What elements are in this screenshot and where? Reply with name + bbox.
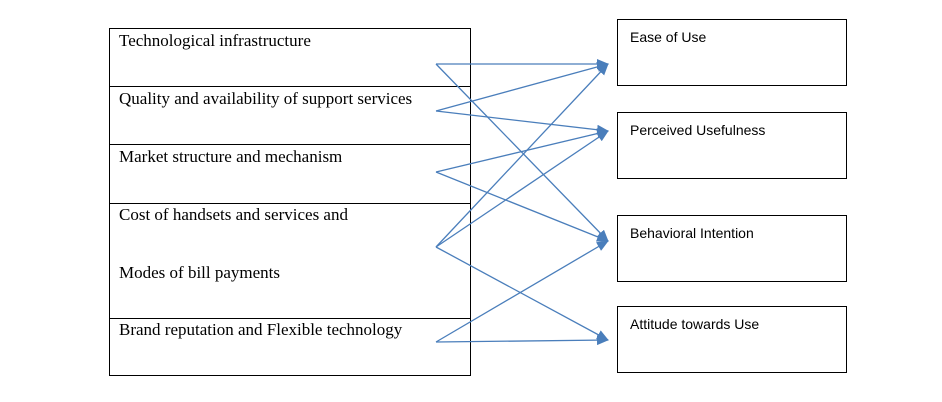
- factors-table: Technological infrastructure Quality and…: [109, 28, 471, 376]
- row-divider: [110, 86, 470, 87]
- factor-cost-of-handsets: Cost of handsets and services and: [119, 205, 348, 224]
- outcome-behavioral-intention: Behavioral Intention: [617, 215, 847, 282]
- factor-market-structure: Market structure and mechanism: [119, 147, 343, 166]
- factor-support-services: Quality and availability of support serv…: [119, 89, 413, 108]
- row-divider: [110, 144, 470, 145]
- outcome-perceived-usefulness: Perceived Usefulness: [617, 112, 847, 179]
- factor-technological-infrastructure: Technological infrastructure: [119, 31, 311, 50]
- outcome-ease-of-use: Ease of Use: [617, 19, 847, 86]
- factor-bill-payments: Modes of bill payments: [119, 263, 281, 282]
- row-divider: [110, 203, 470, 204]
- outcome-label: Attitude towards Use: [630, 316, 760, 332]
- outcome-label: Ease of Use: [630, 29, 707, 45]
- row-divider: [110, 318, 470, 319]
- outcome-attitude-towards-use: Attitude towards Use: [617, 306, 847, 373]
- outcome-label: Perceived Usefulness: [630, 122, 766, 138]
- factor-brand-reputation: Brand reputation and Flexible technology: [119, 320, 403, 339]
- outcome-label: Behavioral Intention: [630, 225, 754, 241]
